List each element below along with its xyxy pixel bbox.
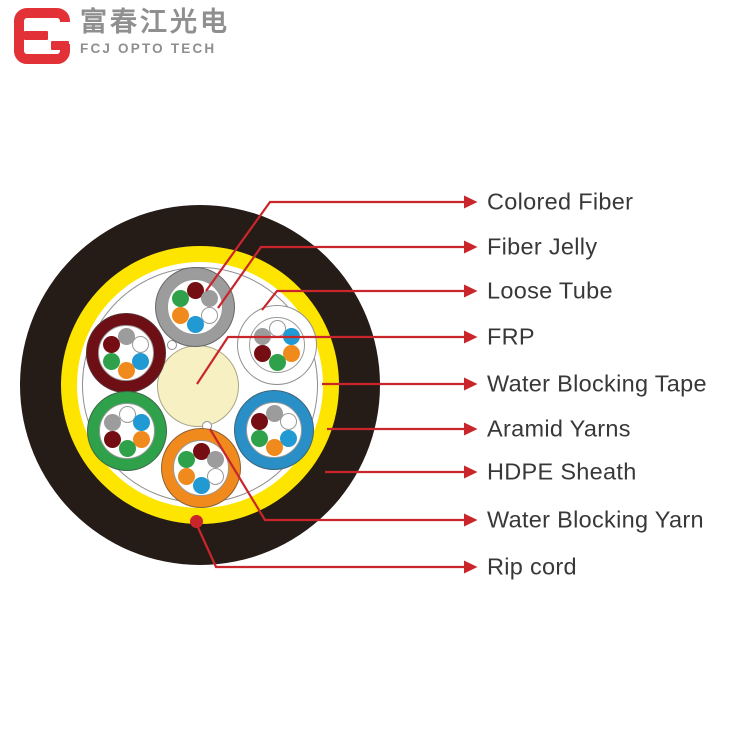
colored-fiber-white [132, 336, 150, 353]
water-blocking-yarn-dot [167, 340, 177, 350]
colored-fiber-green [118, 439, 136, 457]
arrowhead-icon [464, 284, 478, 298]
label-colored-fiber: Colored Fiber [487, 188, 634, 215]
colored-fiber-gray [103, 414, 121, 431]
colored-fiber-green [171, 290, 189, 307]
label-water-blocking-tape: Water Blocking Tape [487, 370, 707, 397]
label-fiber-jelly: Fiber Jelly [487, 233, 598, 260]
colored-fiber-blue [133, 414, 151, 431]
label-frp: FRP [487, 323, 535, 350]
colored-fiber-darkred [250, 413, 268, 430]
arrowhead-icon [464, 513, 478, 527]
arrowhead-icon [464, 422, 478, 436]
arrowhead-icon [464, 330, 478, 344]
colored-fiber-orange [117, 361, 135, 379]
colored-fiber-white [118, 405, 136, 423]
logo-text-block: 富春江光电 FCJ OPTO TECH [80, 7, 230, 57]
label-aramid-yarns: Aramid Yarns [487, 415, 631, 442]
colored-fiber-blue [132, 353, 150, 370]
colored-fiber-white [201, 307, 219, 324]
frp-rod [157, 345, 239, 427]
logo-gap-shape [59, 22, 71, 44]
colored-fiber-gray [265, 404, 283, 422]
label-loose-tube: Loose Tube [487, 277, 613, 304]
label-water-blocking-yarn: Water Blocking Yarn [487, 506, 704, 533]
colored-fiber-blue [192, 476, 210, 494]
colored-fiber-orange [171, 307, 189, 324]
colored-fiber-gray [253, 328, 271, 345]
colored-fiber-orange [265, 438, 283, 456]
logo-tongue-shape [51, 41, 69, 50]
brand-logo: 富春江光电 FCJ OPTO TECH [14, 8, 230, 64]
fcj-monogram-icon [14, 8, 71, 64]
colored-fiber-darkred [192, 442, 210, 460]
logo-bar-shape [24, 31, 48, 40]
colored-fiber-green [250, 430, 268, 447]
rip-cord-dot [189, 514, 203, 528]
label-rip-cord: Rip cord [487, 553, 577, 580]
colored-fiber-orange [133, 431, 151, 448]
colored-fiber-blue [186, 315, 204, 333]
colored-fiber-gray [201, 290, 219, 307]
colored-fiber-green [102, 353, 120, 370]
colored-fiber-darkred [103, 431, 121, 448]
colored-fiber-green [268, 353, 286, 371]
arrowhead-icon [464, 465, 478, 479]
arrowhead-icon [464, 377, 478, 391]
colored-fiber-green [177, 451, 195, 468]
colored-fiber-darkred [186, 281, 204, 299]
colored-fiber-darkred [102, 336, 120, 353]
label-hdpe-sheath: HDPE Sheath [487, 458, 637, 485]
arrowhead-icon [464, 240, 478, 254]
logo-chinese-name: 富春江光电 [80, 7, 230, 38]
colored-fiber-darkred [253, 345, 271, 362]
colored-fiber-orange [177, 468, 195, 485]
cable-cross-section [20, 205, 380, 565]
colored-fiber-gray [117, 327, 135, 345]
arrowhead-icon [464, 195, 478, 209]
arrowhead-icon [464, 560, 478, 574]
logo-latin-name: FCJ OPTO TECH [80, 41, 217, 56]
